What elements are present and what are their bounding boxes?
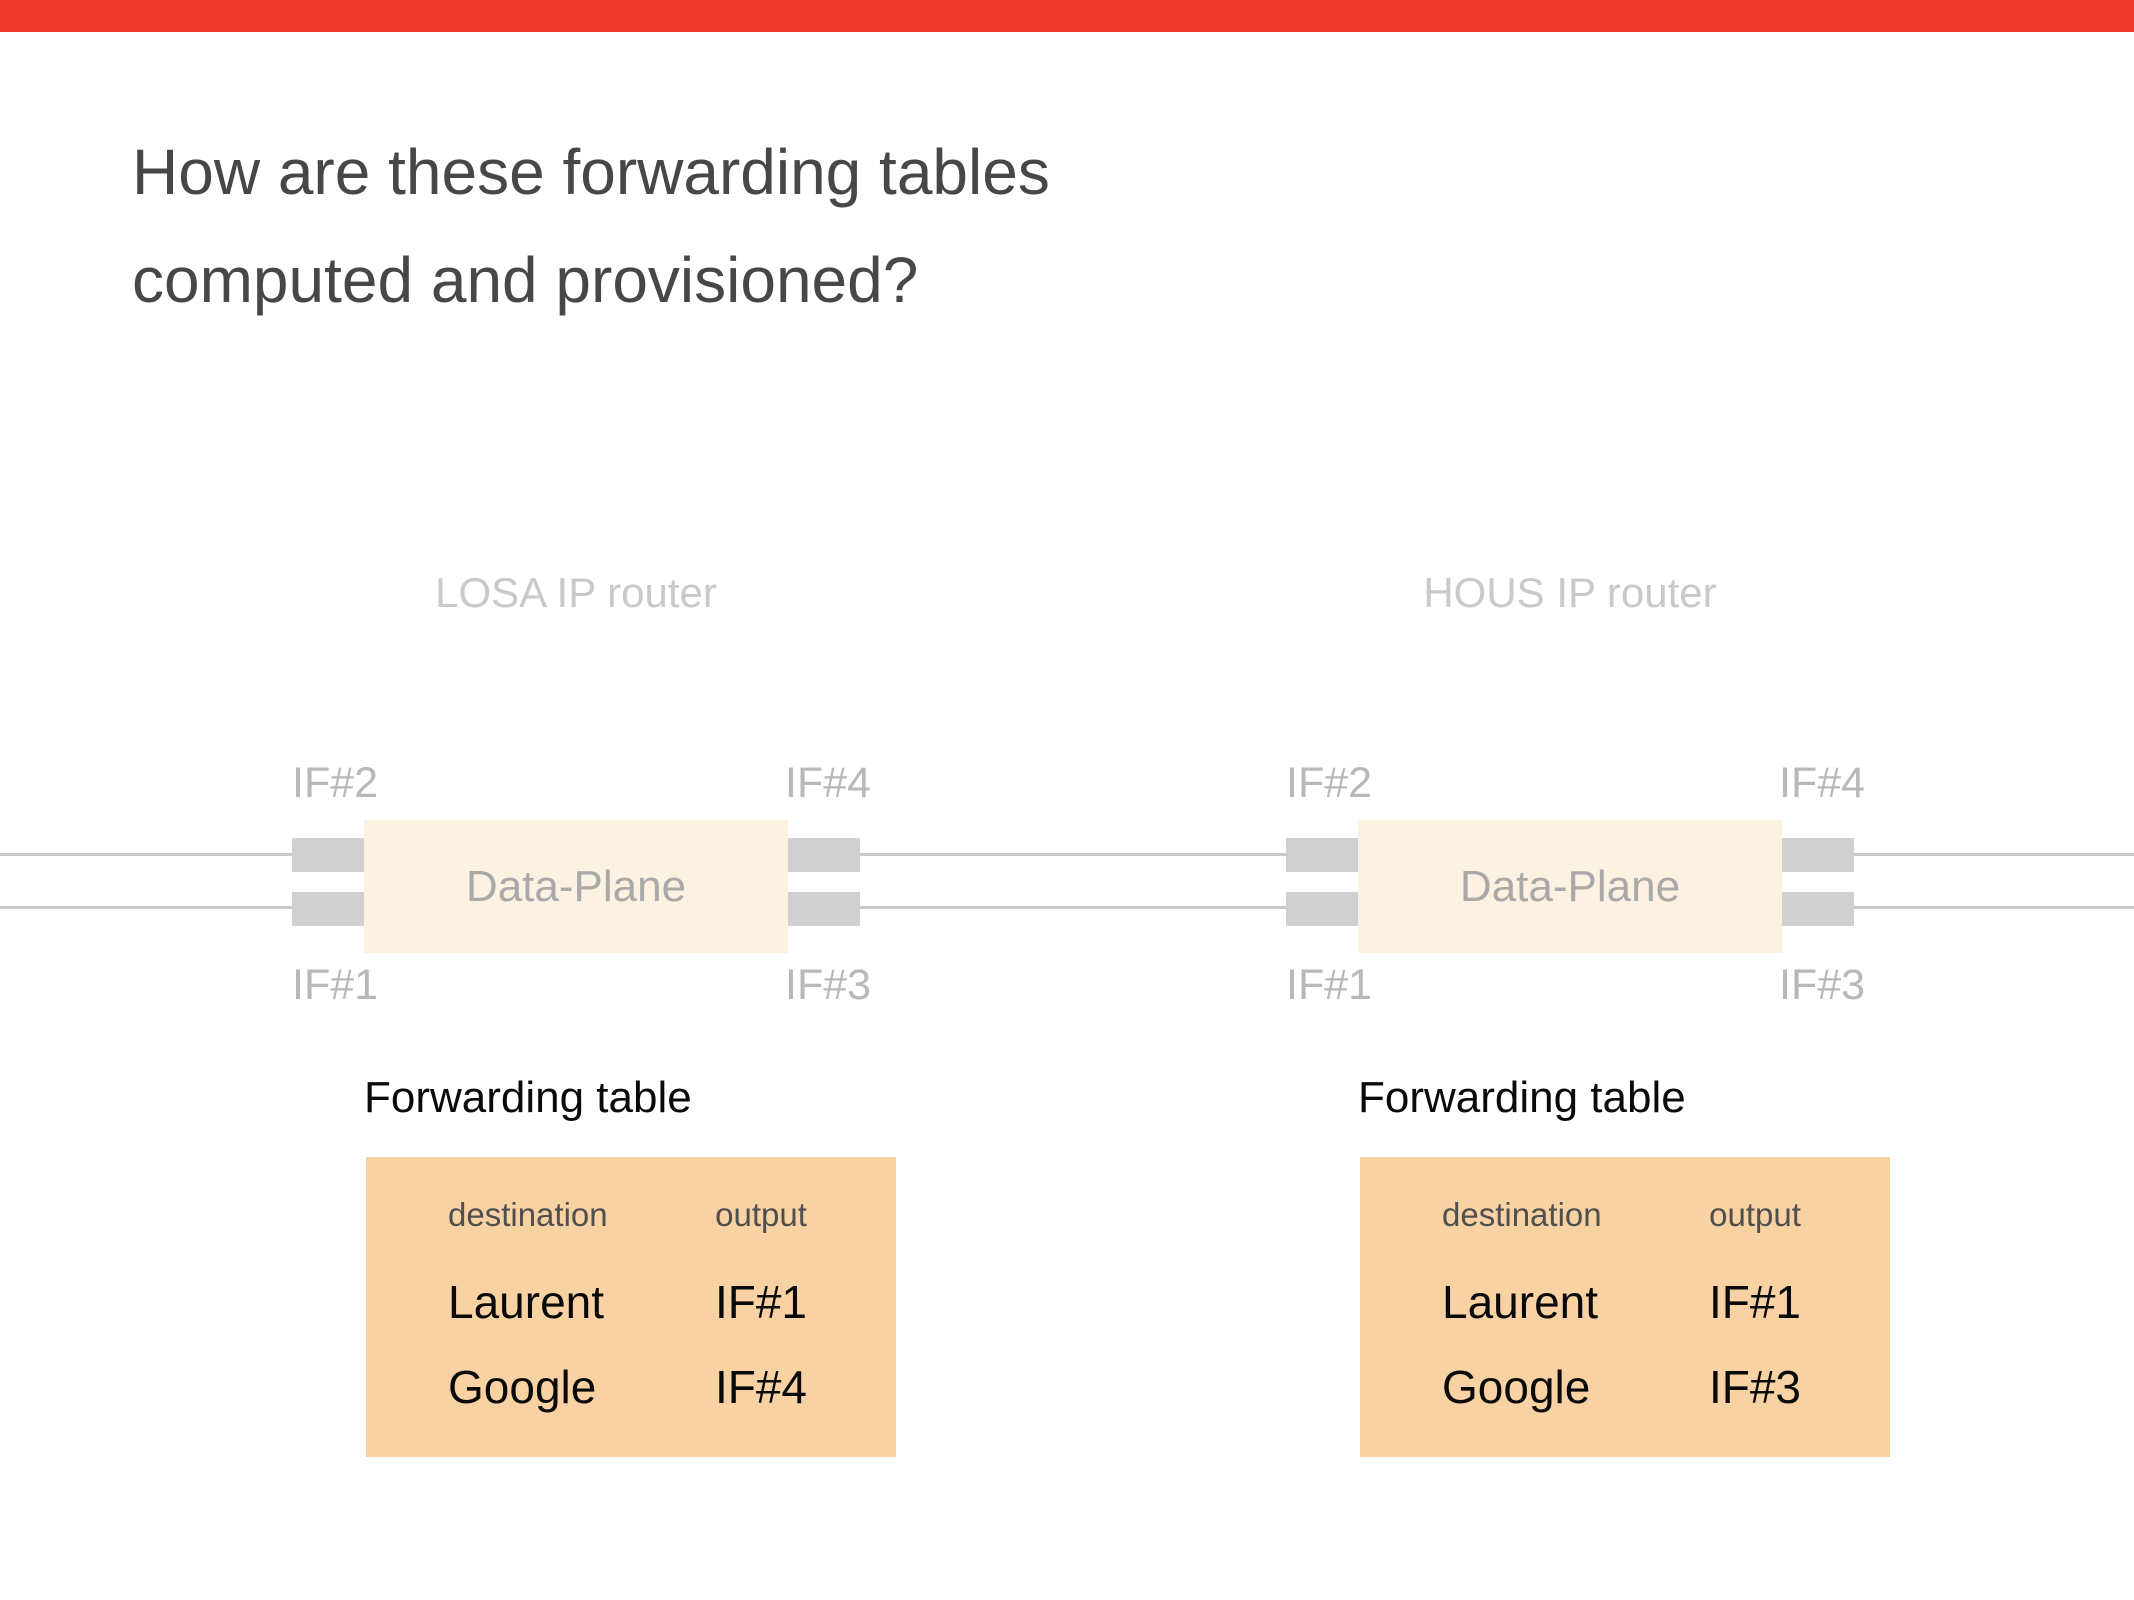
data-plane-box-losa: Data-Plane bbox=[364, 820, 788, 953]
output-cell: IF#4 bbox=[714, 1361, 808, 1413]
forwarding-table-heading-losa: Forwarding table bbox=[364, 1073, 692, 1122]
destination-cell: Google bbox=[1442, 1361, 1591, 1413]
table-row: Google IF#4 bbox=[366, 1360, 896, 1414]
port-if3-losa bbox=[788, 892, 860, 926]
destination-cell: Laurent bbox=[448, 1276, 605, 1328]
forwarding-table-hous: destination output Laurent IF#1 Google I… bbox=[1360, 1157, 1890, 1457]
if2-label-hous: IF#2 bbox=[1286, 759, 1373, 807]
slide-title-line1: How are these forwarding tables bbox=[132, 136, 1050, 208]
output-cell: IF#1 bbox=[714, 1276, 808, 1328]
column-header-output: output bbox=[1709, 1196, 1801, 1233]
port-if1-hous bbox=[1286, 892, 1358, 926]
table-row: Google IF#3 bbox=[1360, 1360, 1890, 1414]
output-cell: IF#3 bbox=[1708, 1361, 1802, 1413]
destination-cell: Google bbox=[448, 1361, 597, 1413]
top-accent-bar bbox=[0, 0, 2134, 32]
slide-title: How are these forwarding tables computed… bbox=[132, 118, 1050, 334]
table-row: Laurent IF#1 bbox=[366, 1275, 896, 1329]
if1-label-losa: IF#1 bbox=[292, 961, 379, 1009]
destination-cell: Laurent bbox=[1442, 1276, 1599, 1328]
if3-label-losa: IF#3 bbox=[785, 961, 872, 1009]
port-if3-hous bbox=[1782, 892, 1854, 926]
data-plane-label-losa: Data-Plane bbox=[465, 861, 687, 911]
if1-label-hous: IF#1 bbox=[1286, 961, 1373, 1009]
column-header-destination: destination bbox=[448, 1196, 608, 1233]
data-plane-label-hous: Data-Plane bbox=[1459, 861, 1681, 911]
forwarding-table-heading-hous: Forwarding table bbox=[1358, 1073, 1686, 1122]
if4-label-hous: IF#4 bbox=[1779, 759, 1866, 807]
lower-link-line bbox=[0, 906, 2134, 909]
table-row: Laurent IF#1 bbox=[1360, 1275, 1890, 1329]
output-cell: IF#1 bbox=[1708, 1276, 1802, 1328]
if4-label-losa: IF#4 bbox=[785, 759, 872, 807]
column-header-destination: destination bbox=[1442, 1196, 1602, 1233]
port-if1-losa bbox=[292, 892, 364, 926]
data-plane-box-hous: Data-Plane bbox=[1358, 820, 1782, 953]
forwarding-table-header-losa: destination output bbox=[366, 1196, 896, 1234]
if3-label-hous: IF#3 bbox=[1779, 961, 1866, 1009]
if2-label-losa: IF#2 bbox=[292, 759, 379, 807]
router-name-hous: HOUS IP router bbox=[1423, 569, 1717, 616]
upper-link-line bbox=[0, 853, 2134, 856]
column-header-output: output bbox=[715, 1196, 807, 1233]
router-name-losa: LOSA IP router bbox=[435, 569, 717, 616]
forwarding-table-header-hous: destination output bbox=[1360, 1196, 1890, 1234]
slide-title-line2: computed and provisioned? bbox=[132, 244, 919, 316]
forwarding-table-losa: destination output Laurent IF#1 Google I… bbox=[366, 1157, 896, 1457]
